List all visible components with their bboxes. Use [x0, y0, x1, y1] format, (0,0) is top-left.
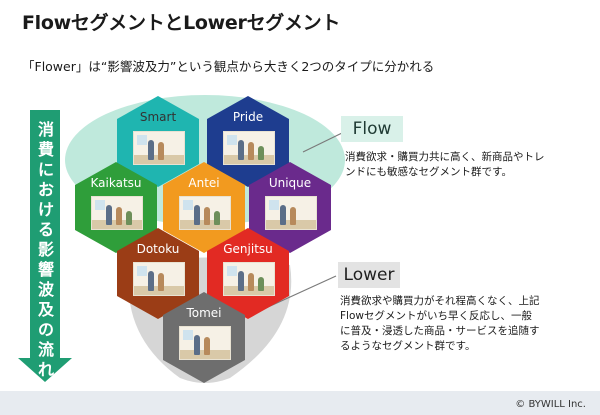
segment-photo-kaikatsu	[91, 196, 143, 230]
arrow-label: 消費における影響波及の流れ	[37, 120, 54, 379]
lower-description: 消費欲求や購買力がそれ程高くなく、上記 Flowセグメントがいち早く反応し、一般…	[340, 295, 540, 352]
flow-tag: Flow	[341, 116, 403, 142]
segment-label-smart: Smart	[139, 110, 177, 124]
flow-description: 消費欲求・購買力共に高く、新商品やトレ ンドにも敏感なセグメント群です。	[345, 151, 545, 178]
page-title: FlowセグメントとLowerセグメント	[22, 12, 341, 34]
segment-photo-pride	[223, 131, 275, 165]
segment-label-genjitsu: Genjitsu	[223, 242, 273, 256]
segment-label-kaikatsu: Kaikatsu	[90, 176, 142, 190]
segment-photo-smart	[133, 131, 185, 165]
flow-connector	[302, 132, 343, 153]
segment-label-unique: Unique	[268, 176, 312, 190]
lower-tag: Lower	[338, 262, 400, 288]
segment-photo-antei	[179, 196, 231, 230]
segment-photo-genjitsu	[223, 262, 275, 296]
segment-photo-dotoku	[133, 262, 185, 296]
page-subtitle: 「Flower」は“影響波及力”という観点から大きく2つのタイプに分かれる	[22, 59, 435, 74]
segment-label-tomei: Tomei	[186, 306, 222, 320]
footer-bar	[0, 391, 600, 415]
segment-label-pride: Pride	[232, 110, 264, 124]
copyright: © BYWILL Inc.	[515, 399, 586, 410]
segment-label-dotoku: Dotoku	[136, 242, 180, 256]
segment-photo-tomei	[179, 326, 231, 360]
segment-photo-unique	[265, 196, 317, 230]
segment-label-antei: Antei	[188, 176, 220, 190]
influence-arrow	[18, 110, 72, 382]
